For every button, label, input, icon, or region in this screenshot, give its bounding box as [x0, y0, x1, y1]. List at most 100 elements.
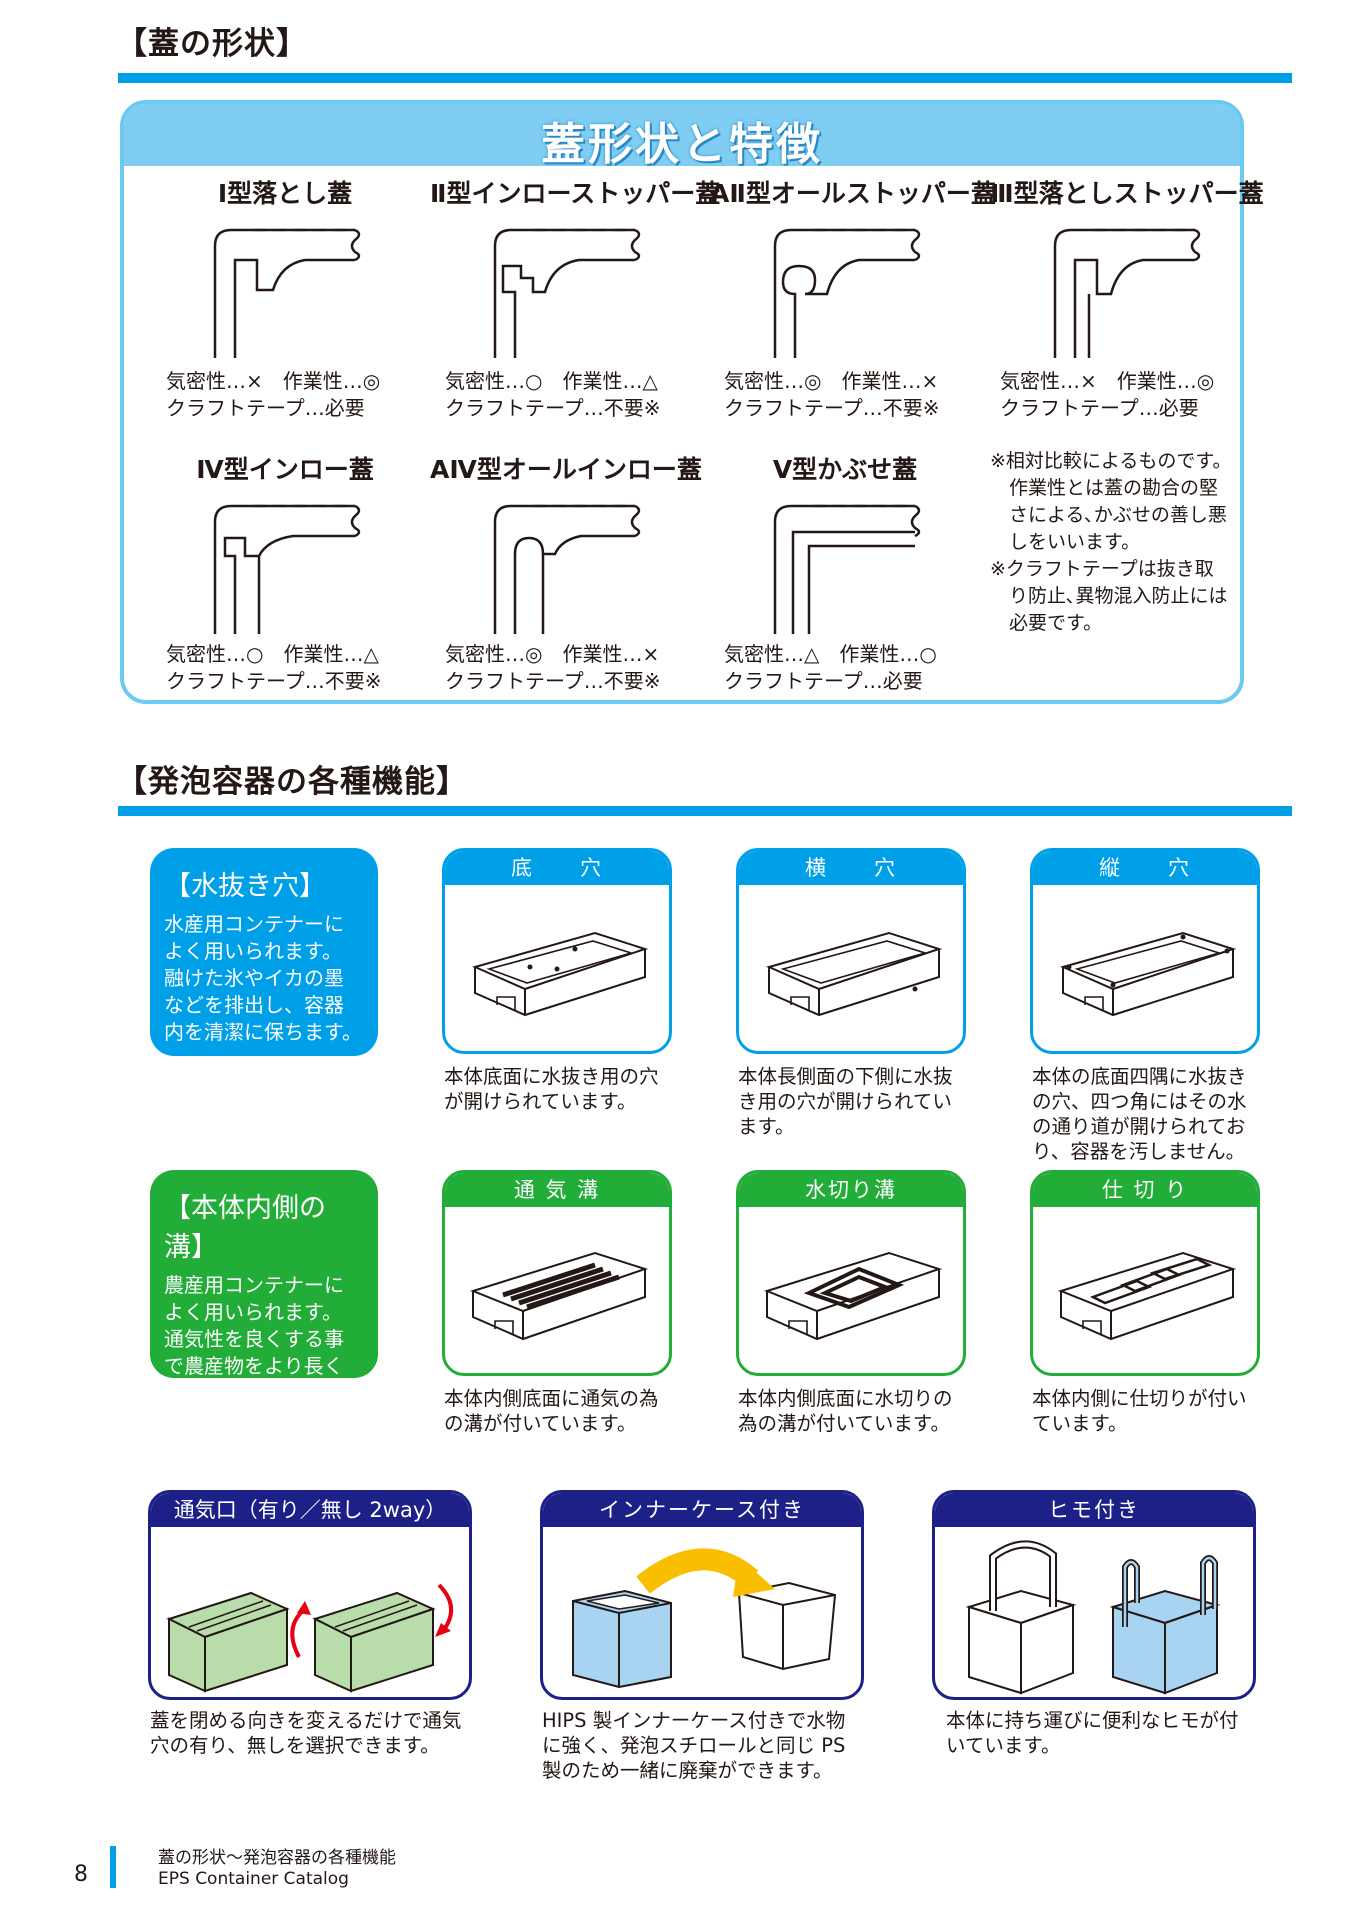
- desc-line: の通り道が開けられてお: [1032, 1115, 1246, 1138]
- card-drain-groove: 水切り溝: [736, 1170, 966, 1376]
- card-header: ヒモ付き: [935, 1493, 1253, 1527]
- lid-property: クラフトテープ…必要: [166, 396, 365, 420]
- desc-line: いています。: [946, 1734, 1061, 1757]
- desc-line: 為の溝が付いています。: [738, 1412, 950, 1435]
- lid-diagram-type1: [213, 228, 361, 358]
- section-title-lid: 【蓋の形状】: [116, 26, 308, 62]
- section-rule: [118, 73, 1292, 83]
- desc-line: り、容器を汚しません。: [1032, 1140, 1246, 1163]
- container-vent-groove-illustration: [470, 1251, 649, 1341]
- note-line: 作業性とは蓋の勘合の堅: [990, 477, 1219, 499]
- lid-property: クラフトテープ…必要: [724, 669, 923, 693]
- drain-hole-box: 【水抜き穴】 水産用コンテナーに よく用いられます。 融けた氷やイカの墨 などを…: [150, 848, 378, 1056]
- lid-property: 気密性…○ 作業性…△: [166, 642, 379, 666]
- note-line: ※相対比較によるものです。: [990, 450, 1232, 472]
- lid-notes: ※相対比較によるものです。 作業性とは蓋の勘合の堅 さによる､かぶせの善し悪 し…: [990, 448, 1250, 637]
- note-line: ※クラフトテープは抜き取: [990, 558, 1214, 580]
- lid-property: 気密性…◎ 作業性…×: [445, 642, 660, 666]
- drain-hole-line: 融けた氷やイカの墨: [164, 966, 344, 990]
- desc-line: ます。: [738, 1115, 795, 1138]
- container-vertical-hole-illustration: [1060, 931, 1237, 1017]
- card-vent-groove: 通 気 溝: [442, 1170, 672, 1376]
- note-line: 必要です。: [990, 612, 1103, 634]
- section-title-functions: 【発泡容器の各種機能】: [116, 764, 468, 800]
- lid-panel-header: [124, 104, 1240, 166]
- desc-line: 穴の有り、無しを選択できます。: [150, 1734, 440, 1757]
- desc-line: の溝が付いています。: [444, 1412, 637, 1435]
- footer-title: 蓋の形状～発泡容器の各種機能 EPS Container Catalog: [158, 1848, 396, 1890]
- vent-2way-illustration: [166, 1583, 453, 1693]
- inner-groove-line: 通気性を良くする事: [164, 1327, 344, 1351]
- inner-groove-box: 【本体内側の溝】 農産用コンテナーに よく用いられます。 通気性を良くする事 で…: [150, 1170, 378, 1405]
- desc-line: 本体に持ち運びに便利なヒモが付: [946, 1709, 1239, 1732]
- drain-hole-line: 内を清潔に保ちます。: [164, 1020, 362, 1044]
- note-line: り防止､異物混入防止には: [990, 585, 1228, 607]
- desc-line: 本体底面に水抜き用の穴: [444, 1065, 659, 1088]
- card-bottom-hole: 底 穴: [442, 848, 672, 1054]
- desc-line: 本体長側面の下側に水抜: [738, 1065, 953, 1088]
- container-bottom-hole-illustration: [472, 931, 649, 1017]
- card-description: 蓋を閉める向きを変えるだけで通気 穴の有り、無しを選択できます。: [150, 1708, 461, 1758]
- card-header: 仕 切 り: [1033, 1173, 1257, 1207]
- card-header: 通気口（有り／無し 2way）: [151, 1493, 469, 1527]
- drain-hole-title: 【水抜き穴】: [164, 871, 326, 902]
- lid-diagram-type3: [1053, 228, 1201, 358]
- card-vertical-hole: 縦 穴: [1030, 848, 1260, 1054]
- card-description: 本体の底面四隅に水抜き の穴、四つ角にはその水 の通り道が開けられてお り、容器…: [1032, 1064, 1247, 1164]
- inner-groove-title: 【本体内側の溝】: [164, 1193, 326, 1263]
- desc-line: ています。: [1032, 1412, 1128, 1435]
- desc-line: き用の穴が開けられてい: [738, 1090, 952, 1113]
- lid-diagram-type4: [213, 504, 361, 634]
- lid-type-label: AⅣ型オールインロー蓋: [430, 455, 702, 484]
- desc-line: 本体内側底面に水切りの: [738, 1387, 953, 1410]
- lid-diagram-type-a4: [493, 504, 641, 634]
- footer-line: 蓋の形状～発泡容器の各種機能: [158, 1848, 396, 1868]
- container-drain-groove-illustration: [764, 1251, 943, 1341]
- note-line: さによる､かぶせの善し悪: [990, 504, 1227, 526]
- footer-line: EPS Container Catalog: [158, 1869, 349, 1889]
- drain-hole-line: などを排出し、容器: [164, 993, 344, 1017]
- lid-type-label: AⅡ型オールストッパー蓋: [710, 179, 996, 208]
- lid-property: クラフトテープ…不要※: [724, 396, 940, 420]
- lid-diagram-type5: [773, 504, 921, 634]
- container-divider-illustration: [1058, 1251, 1237, 1341]
- section-rule: [118, 806, 1292, 816]
- desc-line: の穴、四つ角にはその水: [1032, 1090, 1247, 1113]
- lid-type-label: Ⅱ型インローストッパー蓋: [430, 179, 721, 208]
- card-header: 横 穴: [739, 851, 963, 885]
- card-header: 水切り溝: [739, 1173, 963, 1207]
- card-description: 本体長側面の下側に水抜 き用の穴が開けられてい ます。: [738, 1064, 953, 1139]
- lid-type-label: Ⅴ型かぶせ蓋: [772, 455, 918, 484]
- lid-property: 気密性…△ 作業性…○: [724, 642, 937, 666]
- desc-line: が開けられています。: [444, 1090, 637, 1113]
- lid-property: 気密性…○ 作業性…△: [445, 369, 658, 393]
- lid-type-label: Ⅳ型インロー蓋: [196, 455, 374, 484]
- drain-hole-line: 水産用コンテナーに: [164, 912, 344, 936]
- inner-groove-line: 農産用コンテナーに: [164, 1273, 344, 1297]
- card-description: 本体内側底面に通気の為 の溝が付いています。: [444, 1386, 659, 1436]
- card-strap: ヒモ付き: [932, 1490, 1256, 1700]
- card-divider: 仕 切 り: [1030, 1170, 1260, 1376]
- desc-line: に強く、発泡スチロールと同じ PS: [542, 1734, 846, 1757]
- drain-hole-line: よく用いられます。: [164, 939, 342, 963]
- lid-diagram-type2: [493, 228, 641, 358]
- note-line: しをいいます。: [990, 531, 1141, 553]
- card-description: 本体内側底面に水切りの 為の溝が付いています。: [738, 1386, 953, 1436]
- desc-line: 製のため一緒に廃棄ができます。: [542, 1759, 833, 1782]
- lid-property: クラフトテープ…必要: [1000, 396, 1199, 420]
- lid-property: クラフトテープ…不要※: [445, 396, 661, 420]
- card-header: 底 穴: [445, 851, 669, 885]
- container-side-hole-illustration: [766, 931, 943, 1017]
- card-inner-case: インナーケース付き: [540, 1490, 864, 1700]
- card-header: 縦 穴: [1033, 851, 1257, 885]
- card-description: 本体内側に仕切りが付い ています。: [1032, 1386, 1247, 1436]
- lid-property: 気密性…× 作業性…◎: [1000, 369, 1215, 393]
- desc-line: 本体内側底面に通気の為: [444, 1387, 659, 1410]
- lid-type-label: Ⅲ型落としストッパー蓋: [990, 179, 1264, 208]
- strap-illustration: [965, 1540, 1221, 1695]
- lid-diagram-type-a2: [773, 228, 921, 358]
- footer-bar: [110, 1846, 116, 1888]
- lid-property: 気密性…× 作業性…◎: [166, 369, 381, 393]
- lid-property: クラフトテープ…不要※: [166, 669, 382, 693]
- lid-panel: 蓋形状と特徴: [120, 100, 1244, 704]
